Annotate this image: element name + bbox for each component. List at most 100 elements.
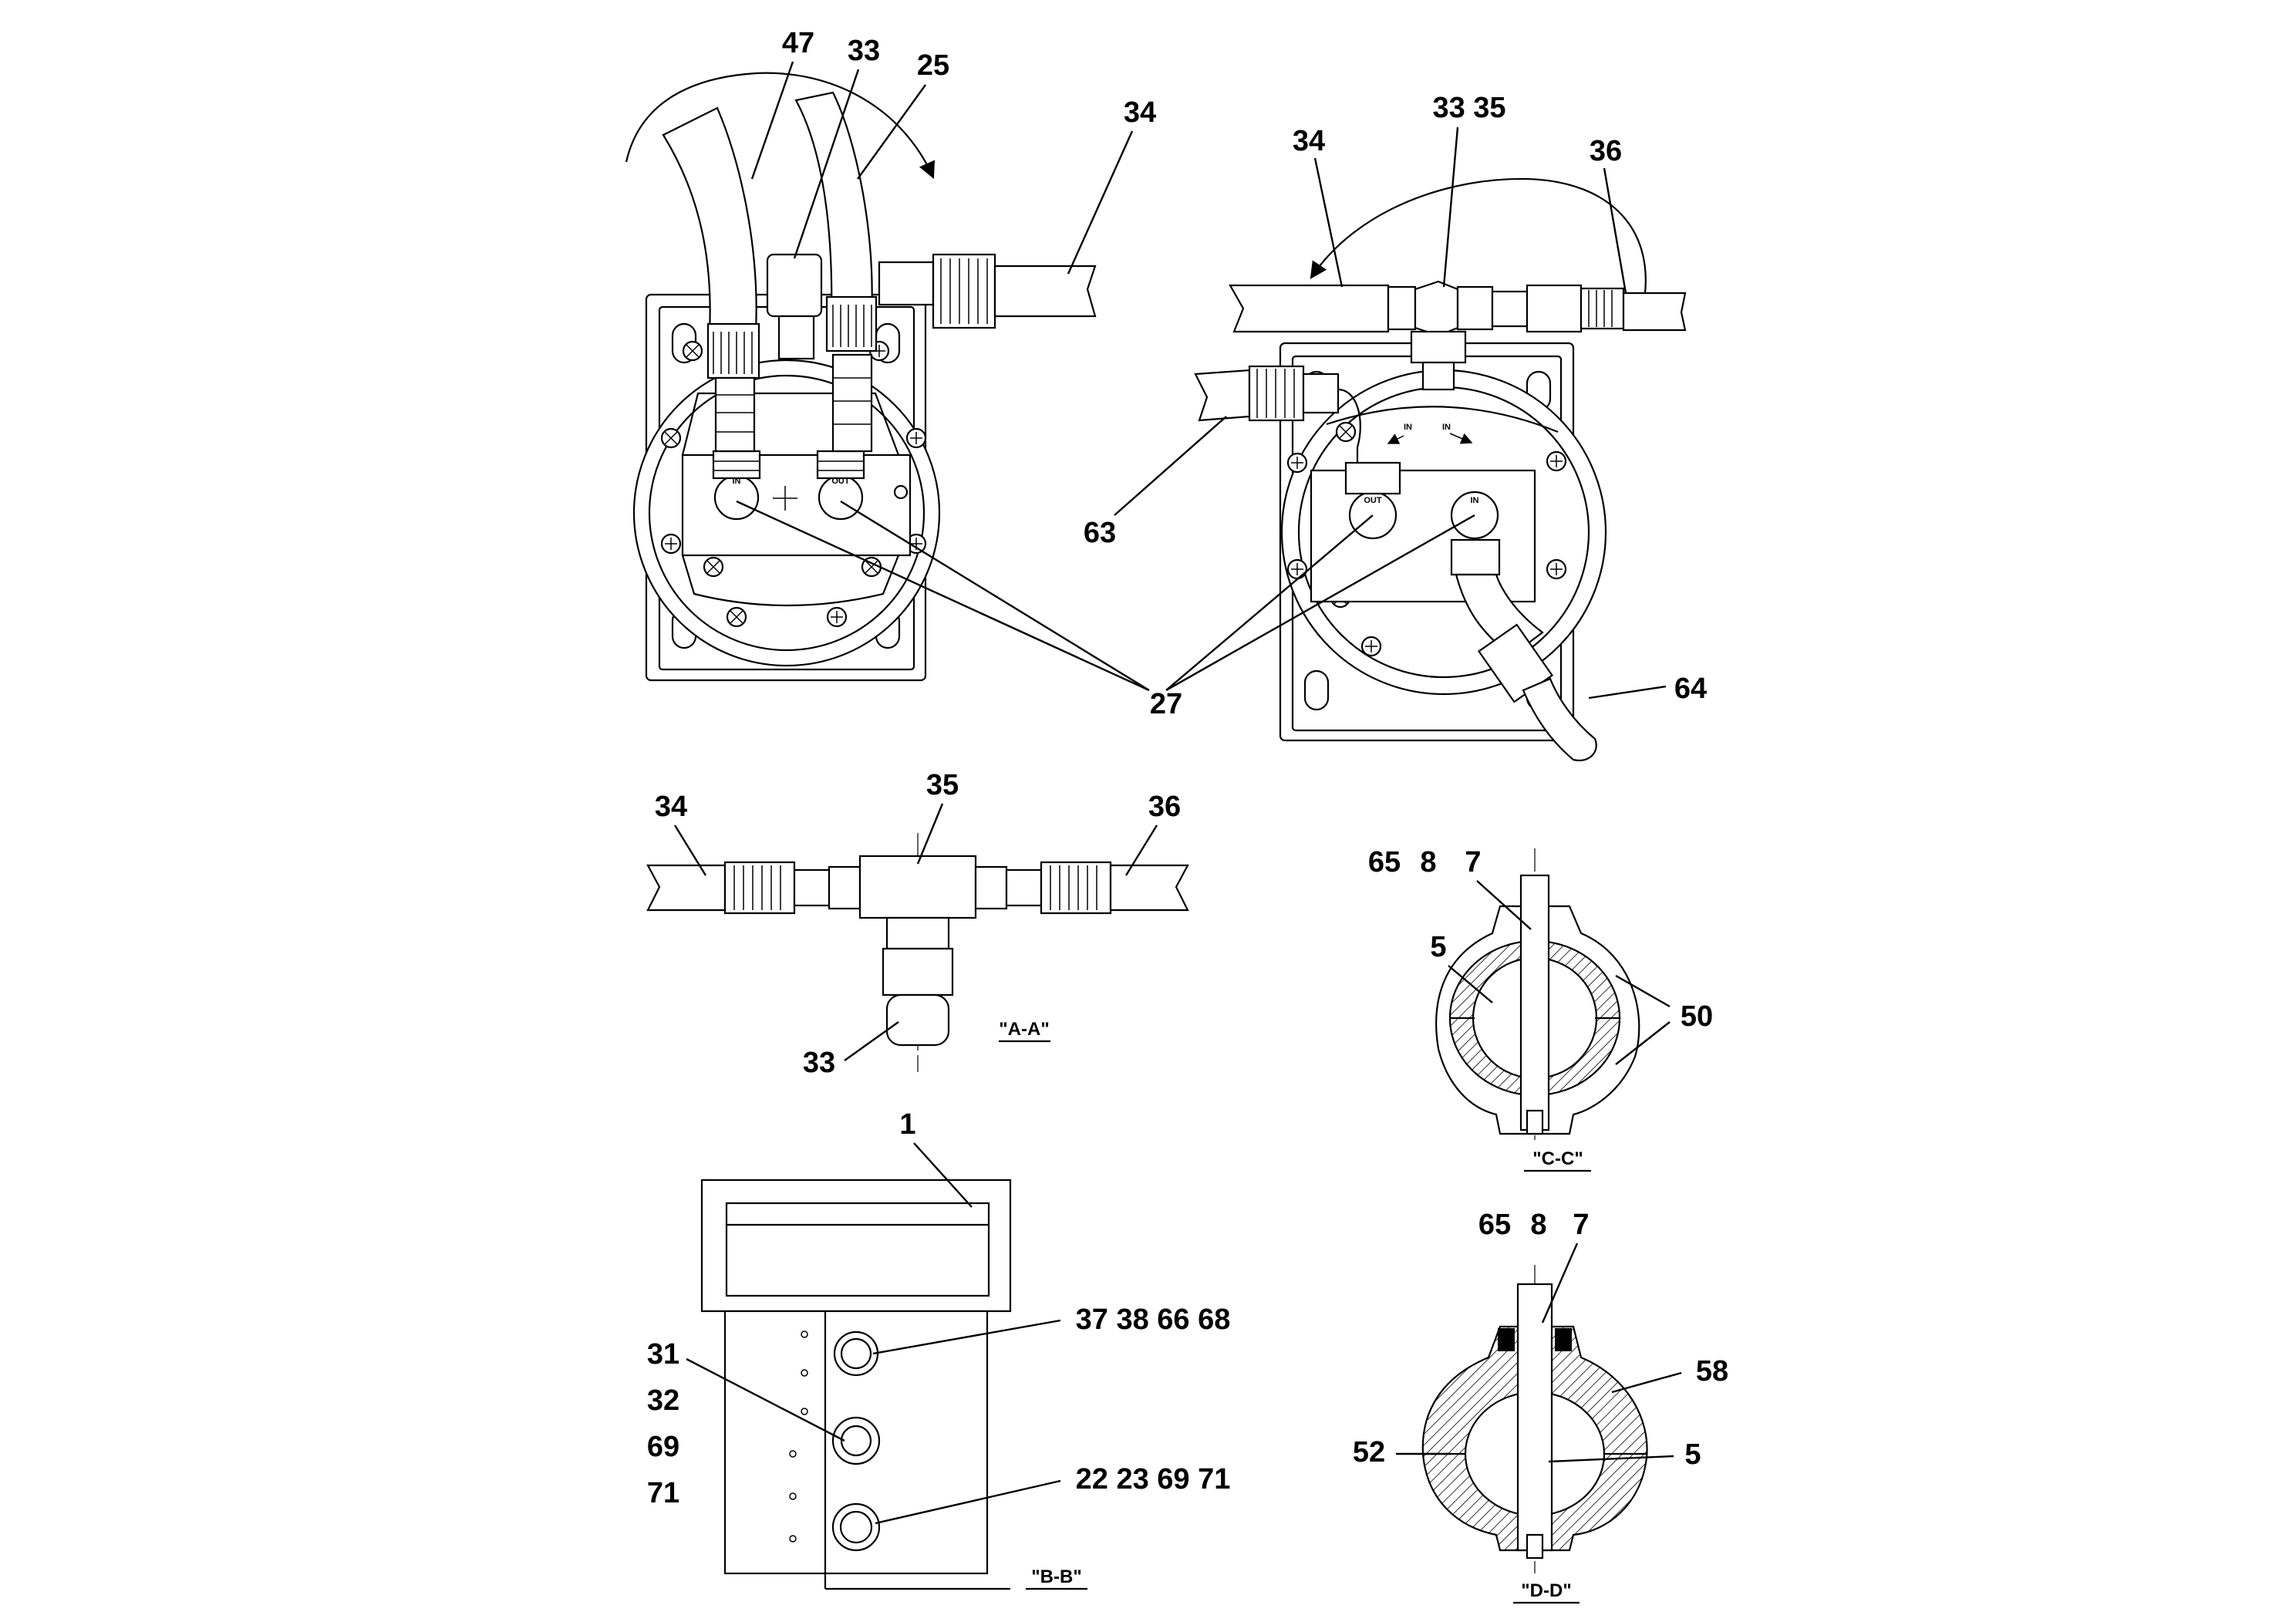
- tee-fitting: [878, 261, 935, 306]
- tee-drop-nut: [1410, 330, 1467, 364]
- callout-36: 36: [1590, 135, 1622, 167]
- hose-47-adapter: [714, 376, 756, 453]
- callout-63: 63: [1084, 517, 1116, 549]
- flow-in-b: IN: [1442, 423, 1451, 432]
- dd-title: "D-D": [1521, 1580, 1571, 1601]
- in-fitting-nut: [712, 450, 761, 480]
- section-cc: "C-C": [1435, 848, 1640, 1172]
- vent-hole: [893, 484, 909, 500]
- cc-callout-5: 5: [1430, 931, 1446, 963]
- dd-seal-left: [1498, 1328, 1515, 1351]
- out-fitting-nut: [816, 450, 865, 480]
- callout-27: 27: [1150, 688, 1182, 720]
- in-port-label-right: IN: [1471, 496, 1479, 505]
- cc-leader-7: [1476, 880, 1532, 930]
- tee-fitting-right: [1414, 280, 1459, 337]
- leader-64: [1588, 685, 1667, 700]
- leader-27-right: [1165, 514, 1475, 692]
- callout-33-35: 33 35: [1432, 92, 1505, 124]
- hose-64: [1522, 677, 1597, 762]
- flow-in-a: IN: [1404, 423, 1412, 432]
- callout-64: 64: [1674, 673, 1707, 705]
- bb-leader-22: [875, 1479, 1061, 1525]
- callout-34: 34: [1124, 96, 1156, 129]
- cc-leader-5: [1448, 965, 1493, 1003]
- section-cc-callouts: 65 8 7 5 50: [1368, 846, 1713, 1065]
- dd-callout-5: 5: [1684, 1438, 1701, 1471]
- section-bb-callouts: 1 37 38 66 68 31 32 69 71 22 23 69 71: [647, 1108, 1231, 1525]
- aa-tee-35: [858, 855, 977, 919]
- callout-47: 47: [782, 27, 814, 59]
- in-fitting-nut-right: [1450, 538, 1501, 576]
- hose-36-ferrule: [1580, 287, 1625, 330]
- leader-27-left: [736, 500, 1150, 692]
- section-dd: "D-D": [1421, 1265, 1648, 1604]
- motor-flange-inner: [648, 374, 925, 652]
- bb-knob-top: [833, 1330, 879, 1377]
- elbow-33-nut: [777, 315, 815, 360]
- leader-33: [793, 69, 860, 259]
- bb-callout-37-38-66-68: 37 38 66 68: [1076, 1303, 1231, 1336]
- bb-callout-31: 31: [647, 1338, 679, 1371]
- bb-title: "B-B": [1031, 1566, 1081, 1587]
- leader-47: [750, 61, 794, 180]
- dd-leader-58: [1611, 1371, 1682, 1394]
- hose-25-adapter: [831, 353, 873, 453]
- rotation-arc-right: [1310, 177, 1647, 309]
- callout-33: 33: [848, 35, 880, 67]
- hose-34-ferrule: [932, 253, 996, 329]
- hose-34-right: [1229, 284, 1390, 333]
- aa-leader-34: [673, 824, 707, 876]
- leader-34: [1067, 130, 1134, 275]
- top-left-view: IN OUT: [625, 72, 1097, 682]
- aa-leader-33: [844, 1021, 899, 1061]
- cc-shaft: [1519, 874, 1550, 1131]
- aa-callout-35: 35: [926, 769, 959, 801]
- in-port-label: IN: [733, 477, 741, 486]
- rotation-arc: [625, 72, 935, 180]
- cc-callout-50: 50: [1681, 1000, 1713, 1033]
- section-bb: "B-B": [700, 1179, 1087, 1590]
- dd-callout-7: 7: [1573, 1209, 1589, 1241]
- dd-callout-8: 8: [1530, 1209, 1546, 1241]
- hose-25-ferrule: [825, 295, 878, 352]
- leader-36: [1603, 167, 1627, 294]
- bb-display-window: [725, 1202, 990, 1297]
- leader-63: [1114, 416, 1227, 516]
- hose-47-ferrule: [706, 322, 760, 379]
- dd-leader-7: [1541, 1243, 1579, 1324]
- hose-34: [993, 265, 1097, 318]
- leader-25: [857, 84, 926, 180]
- bb-knob-bottom: [831, 1502, 881, 1552]
- bb-leader-1: [913, 1142, 973, 1208]
- bb-callout-32: 32: [647, 1384, 679, 1417]
- hose-36-fitting: [1526, 284, 1583, 333]
- dd-shaft: [1516, 1283, 1553, 1552]
- dd-seal-right: [1555, 1328, 1572, 1351]
- elbow-33: [766, 253, 823, 318]
- top-right-view: IN IN OUT IN: [1194, 177, 1687, 762]
- callout-25: 25: [917, 49, 949, 82]
- dd-callout-65: 65: [1478, 1209, 1511, 1241]
- bb-leader-31: [686, 1357, 845, 1442]
- valve-block-lower: [681, 555, 900, 607]
- bb-callout-69: 69: [647, 1431, 679, 1463]
- bb-callout-1: 1: [899, 1108, 915, 1141]
- section-aa-callouts: 34 35 36 33: [655, 769, 1181, 1079]
- cc-callout-7: 7: [1465, 846, 1481, 878]
- cc-title: "C-C": [1532, 1148, 1583, 1169]
- valve-block-upper: [681, 392, 900, 456]
- leader-33-35: [1442, 126, 1459, 288]
- hose-63: [1194, 369, 1251, 422]
- cc-callout-65: 65: [1368, 846, 1401, 878]
- cc-callout-8: 8: [1420, 846, 1436, 878]
- hose-36: [1622, 292, 1687, 332]
- aa-title: "A-A": [999, 1019, 1049, 1040]
- aa-callout-33: 33: [803, 1047, 835, 1079]
- aa-leader-36: [1124, 824, 1158, 876]
- bb-holes: [789, 1330, 808, 1543]
- leader-34-right: [1313, 157, 1344, 288]
- aa-ferrule-right: [1040, 861, 1112, 915]
- bb-knob-middle: [831, 1416, 881, 1465]
